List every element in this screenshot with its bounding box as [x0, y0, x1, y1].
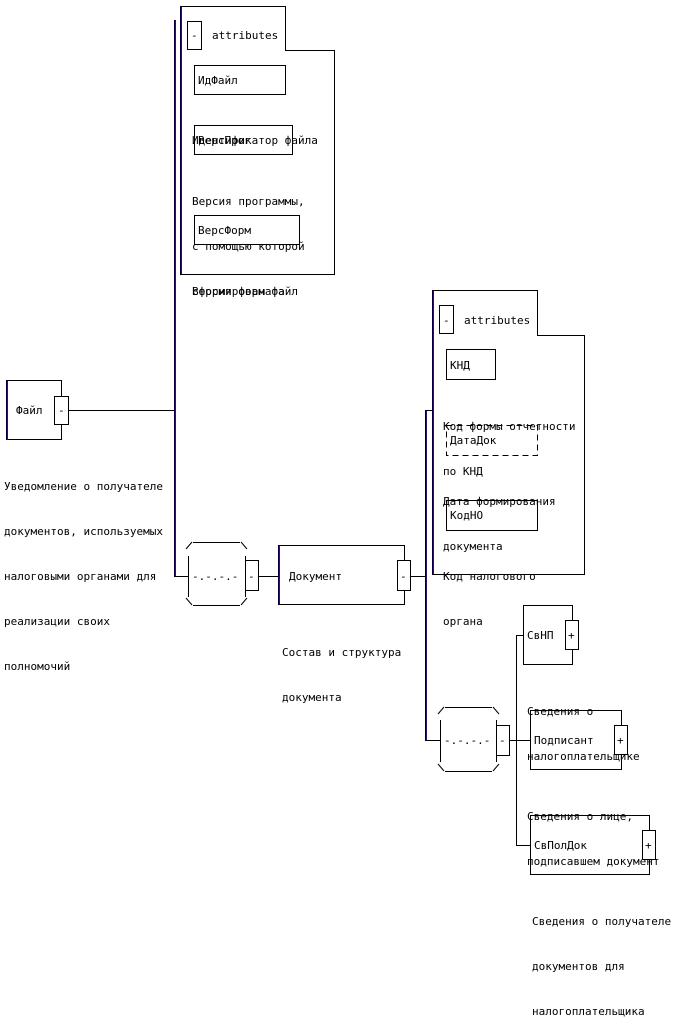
- attribute-name-datadok[interactable]: ДатаДок: [450, 434, 497, 447]
- attribute-description-line: Идентификатор файла: [192, 134, 318, 147]
- root-description-line: документов, используемых: [4, 525, 163, 538]
- attribute-name-knd[interactable]: КНД: [450, 359, 470, 372]
- file-attributes-panel: [180, 6, 335, 275]
- child-description-line: налогоплательщика: [532, 1005, 645, 1018]
- attribute-description-line: документа: [443, 540, 503, 553]
- child-description-line: Сведения о получателе: [532, 915, 672, 928]
- child-description-line: налогоплательщике: [527, 750, 640, 763]
- sequence-1-symbol: -.-.-.-: [192, 570, 239, 583]
- attribute-name-idfile[interactable]: ИдФайл: [198, 74, 238, 87]
- attribute-description-knd: Код формы отчетности по КНД: [443, 389, 575, 494]
- diagram-canvas: [6, 6, 656, 875]
- child-description-line: документов для: [532, 960, 625, 973]
- attribute-description-line: с помощью которой: [192, 240, 305, 253]
- child-podpisant-expand-icon[interactable]: +: [617, 734, 624, 747]
- child-description-line: Сведения о лице,: [527, 810, 633, 823]
- sequence-1-toggle-icon[interactable]: -: [248, 570, 255, 583]
- attribute-description-line: по КНД: [443, 465, 483, 478]
- root-element-name[interactable]: Файл: [16, 404, 43, 417]
- file-attributes-header: attributes: [212, 29, 279, 42]
- file-attributes-toggle-icon[interactable]: -: [191, 29, 198, 42]
- child-description-podpisant: Сведения о лице, подписавшем документ: [527, 779, 659, 884]
- root-description-line: Уведомление о получателе: [4, 480, 163, 493]
- root-toggle-collapse-icon[interactable]: -: [58, 404, 65, 417]
- child-description-svnp: Сведения о налогоплательщике: [527, 674, 640, 779]
- child-svnp-expand-icon[interactable]: +: [568, 629, 575, 642]
- child-name-svnp[interactable]: СвНП: [527, 629, 554, 642]
- child-description-svpoldok: Сведения о получателе документов для нал…: [532, 884, 671, 1034]
- document-toggle-icon[interactable]: -: [400, 570, 407, 583]
- attribute-description-line: Версия программы,: [192, 195, 305, 208]
- sequence-2-symbol: -.-.-.-: [444, 734, 491, 747]
- child-description-line: Сведения о: [527, 705, 594, 718]
- child-description-line: подписавшем документ: [527, 855, 660, 868]
- attribute-description-versprog: Версия программы, с помощью которой сфор…: [192, 164, 305, 314]
- attribute-description-line: Код налогового: [443, 570, 536, 583]
- attribute-description-line: Дата формирования: [443, 495, 556, 508]
- document-element-name[interactable]: Документ: [289, 570, 342, 583]
- attribute-description-versform: Версия формата: [192, 254, 285, 314]
- root-description-line: полномочий: [4, 660, 71, 673]
- attribute-description-line: Код формы отчетности: [443, 420, 576, 433]
- child-name-svpoldok[interactable]: СвПолДок: [534, 839, 587, 852]
- root-description-line: налоговыми органами для: [4, 570, 157, 583]
- root-description-line: реализации своих: [4, 615, 110, 628]
- attribute-description-line: Версия формата: [192, 285, 285, 298]
- attribute-description-line: органа: [443, 615, 483, 628]
- document-description-line: Состав и структура: [282, 646, 402, 659]
- attribute-description-line: сформирован файл: [192, 285, 298, 298]
- attribute-name-versprog[interactable]: ВерсПрог: [198, 134, 251, 147]
- child-name-podpisant[interactable]: Подписант: [534, 734, 594, 747]
- attribute-description-datadok: Дата формирования документа: [443, 464, 556, 569]
- document-attributes-header: attributes: [464, 314, 531, 327]
- document-attributes-toggle-icon[interactable]: -: [443, 314, 450, 327]
- document-description: Состав и структура документа: [282, 615, 401, 720]
- root-description: Уведомление о получателе документов, исп…: [4, 449, 163, 689]
- attribute-description-kodno: Код налогового органа: [443, 539, 536, 644]
- attribute-name-versform[interactable]: ВерсФорм: [198, 224, 251, 237]
- document-description-line: документа: [282, 691, 342, 704]
- document-attributes-panel: [432, 290, 585, 575]
- sequence-2-toggle-icon[interactable]: -: [499, 734, 506, 747]
- attribute-name-kodno[interactable]: КодНО: [450, 509, 484, 522]
- attribute-description-idfile: Идентификатор файла: [192, 103, 318, 163]
- child-svpoldok-expand-icon[interactable]: +: [645, 839, 652, 852]
